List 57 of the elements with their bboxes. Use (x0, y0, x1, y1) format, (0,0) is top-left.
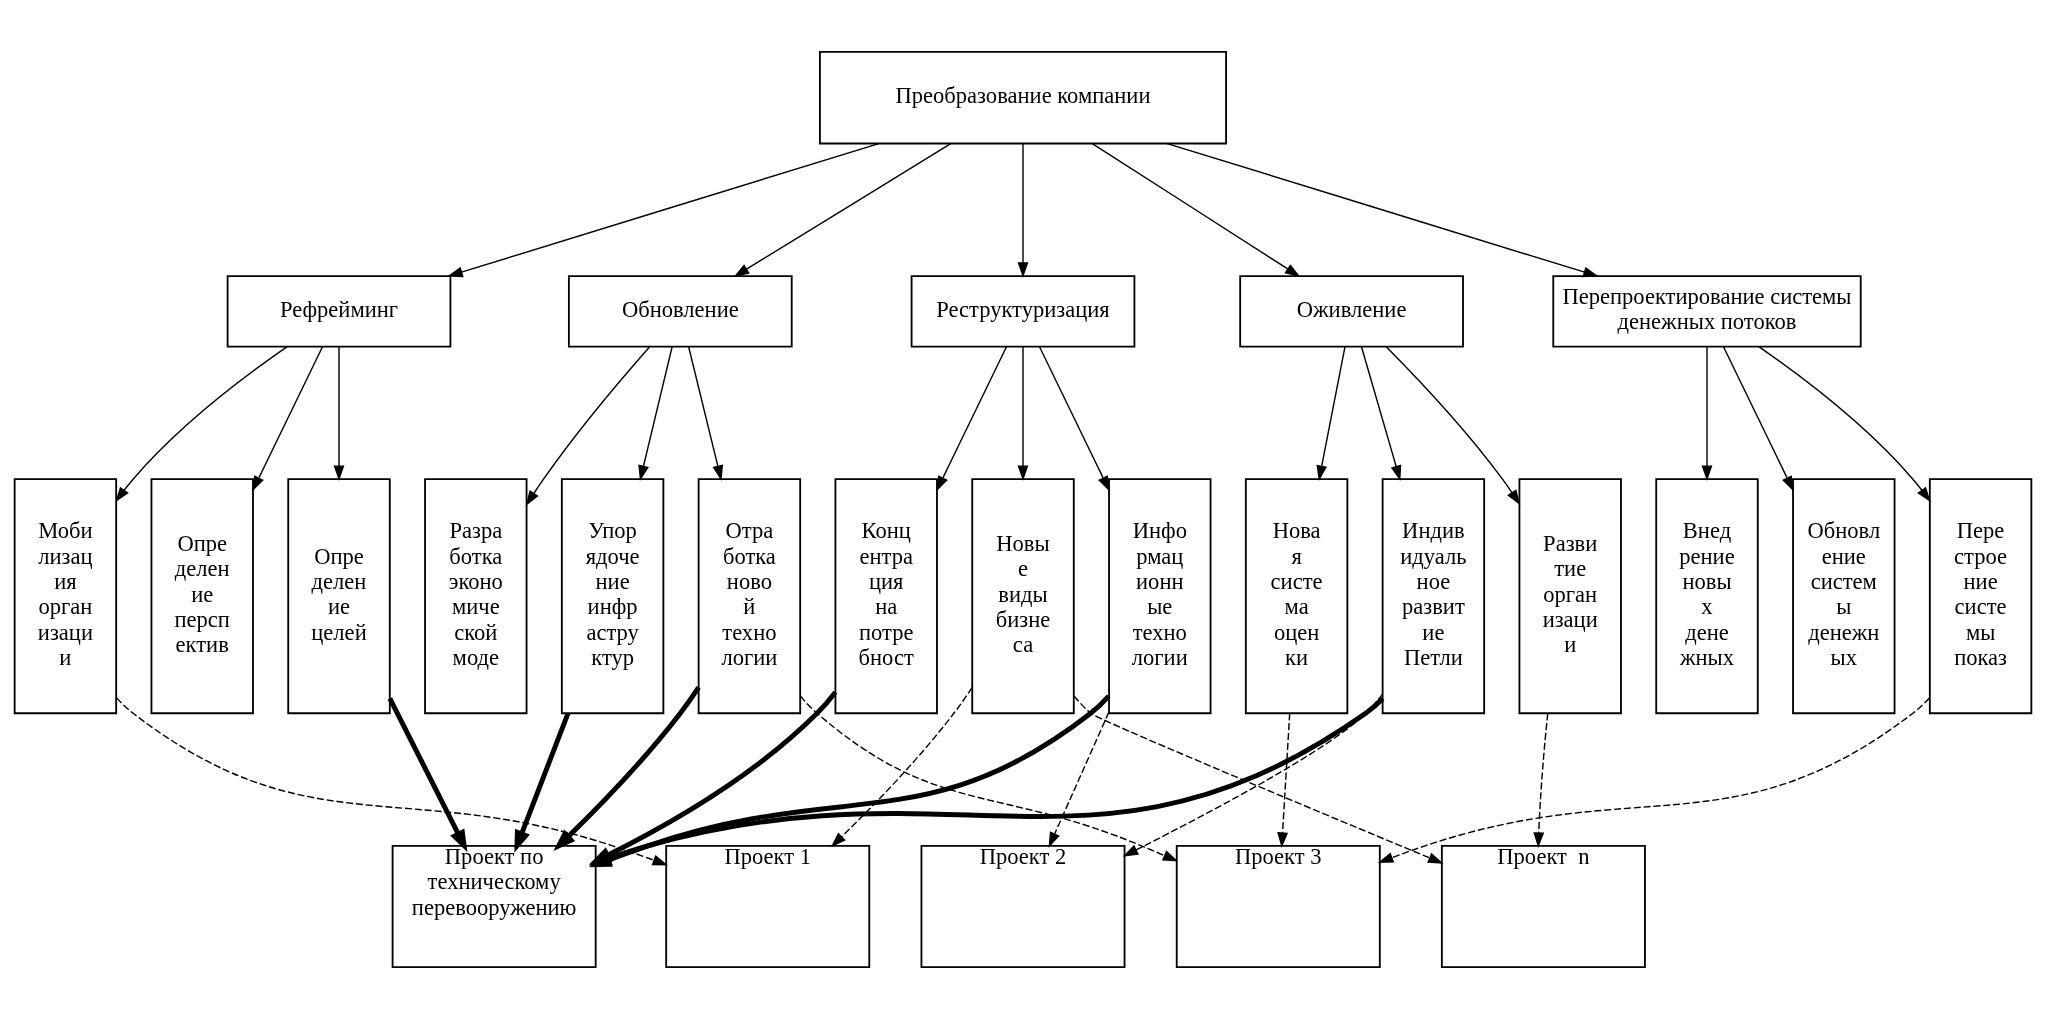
node-box: Пере строе ние систе мы показ (1928, 477, 2032, 714)
node-box: Отра ботка ново й техно логии (697, 477, 801, 714)
node-box: Реструктуризация (910, 274, 1135, 348)
node-box: Инфо рмац ионн ые техно логии (1107, 477, 1211, 714)
node-box: Новы е виды бизне са (970, 477, 1075, 714)
arrow (1315, 345, 1346, 481)
arrow (1757, 345, 1931, 502)
node-box: Опре делен ие целей (286, 477, 391, 714)
arrow (333, 345, 344, 481)
arrow (1532, 712, 1548, 848)
arrow (1038, 345, 1110, 492)
arrow (1377, 696, 1930, 863)
arrow (799, 694, 1178, 862)
node-box: Проект 3 (1175, 844, 1381, 968)
arrow (1385, 345, 1520, 505)
node-box: Обновл ение систем ы денежн ых (1791, 477, 1895, 714)
arrow (525, 346, 650, 506)
arrow (251, 345, 323, 492)
arrow (935, 345, 1007, 492)
node-box: Индив идуаль ное развит ие Петли (1381, 477, 1485, 714)
arrow (552, 685, 701, 851)
arrow (637, 345, 673, 481)
node-box: Преобразование компании (818, 50, 1227, 144)
arrow (1701, 345, 1712, 481)
arrow (733, 142, 951, 277)
arrow (1048, 710, 1110, 848)
node-box: Проект n (1440, 844, 1646, 968)
arrow (1722, 345, 1794, 492)
arrow (1360, 345, 1401, 481)
arrow (387, 696, 467, 852)
node-box: Конц ентра ция на потре бност (834, 477, 938, 714)
node-box: Обновление (567, 274, 793, 348)
node-box: Разра ботка эконо миче ской моде (423, 477, 527, 714)
arrow (446, 142, 879, 277)
arrow (1122, 692, 1383, 857)
arrow (1017, 345, 1028, 481)
node-box: Перепроектирование системы денежных потоков (1551, 274, 1862, 348)
node-box: Упор ядоче ние инфр астру ктур (560, 477, 664, 714)
node-box: Проект 2 (920, 844, 1125, 968)
arrow (1072, 694, 1444, 864)
arrow (830, 686, 973, 847)
node-box: Проект 1 (664, 844, 870, 968)
node-box: Оживление (1238, 274, 1464, 348)
arrow (687, 345, 723, 481)
arrow (1017, 142, 1028, 278)
node-box: Опре делен ие персп ектив (150, 477, 254, 714)
node-box: Разви тие орган изаци и (1518, 477, 1622, 714)
node-box: Моби лизац ия орган изаци и (13, 477, 117, 714)
arrow (1276, 712, 1290, 848)
arrow (513, 712, 570, 853)
arrow (114, 345, 288, 502)
arrow (1166, 142, 1599, 277)
node-box: Внед рение новы х дене жных (1654, 477, 1759, 714)
arrow (1091, 142, 1300, 277)
node-box: Нова я систе ма оцен ки (1244, 477, 1348, 714)
node-box: Рефрейминг (226, 274, 451, 348)
node-box: Проект по техническому перевооружению (391, 844, 597, 968)
